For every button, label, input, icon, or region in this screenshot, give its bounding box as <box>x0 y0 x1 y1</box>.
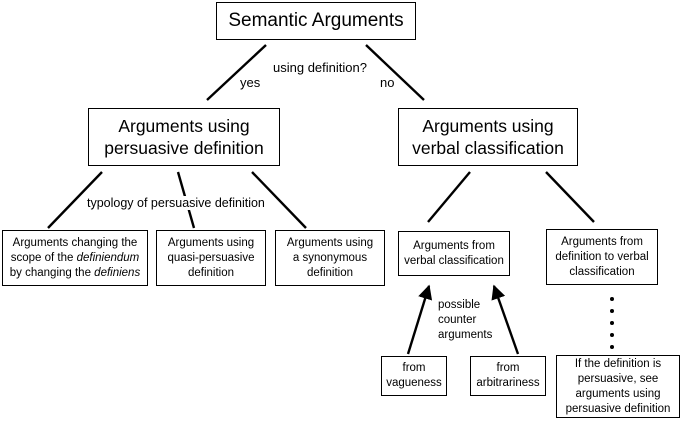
from-vagueness-node: from vagueness <box>381 356 447 396</box>
arbitrariness-line1: from <box>496 362 520 374</box>
leaf-scope-line1: Arguments changing the <box>12 236 138 249</box>
edge-persuasive-synonymous <box>251 171 307 229</box>
note-line4: persuasive definition <box>565 402 671 415</box>
from-verbal-line2: verbal classification <box>404 254 504 267</box>
leaf-synonymous-node: Arguments using a synonymous definition <box>275 230 385 286</box>
from-verbal-line1: Arguments from <box>413 239 495 252</box>
note-line3: arguments using <box>575 387 661 400</box>
note-line1: If the definition is <box>574 357 662 370</box>
question-label: using definition? <box>273 60 367 75</box>
arbitrariness-line2: arbitrariness <box>476 377 540 389</box>
leaf-scope-node: Arguments changing the scope of the defi… <box>2 230 148 286</box>
counter-arguments-label: possible counter arguments <box>438 298 493 343</box>
leaf-synonymous-line3: definition <box>306 266 354 279</box>
leaf-quasi-line2: quasi-persuasive <box>167 251 255 264</box>
definiens-term: definiens <box>94 266 141 279</box>
persuasive-note-node: If the definition is persuasive, see arg… <box>556 355 680 418</box>
counter-line2: counter <box>438 314 477 326</box>
typology-label: typology of persuasive definition <box>86 196 266 210</box>
from-arbitrariness-node: from arbitrariness <box>470 356 546 396</box>
vagueness-line2: vagueness <box>386 377 442 389</box>
counter-line1: possible <box>438 299 481 311</box>
arrow-vagueness <box>406 284 433 355</box>
counter-line3: arguments <box>438 329 493 341</box>
leaf-scope-line3a: by changing the <box>9 266 95 279</box>
verbal-line2: verbal classification <box>412 138 564 158</box>
leaf-quasi-line1: Arguments using <box>167 236 255 249</box>
verbal-line1: Arguments using <box>422 116 554 136</box>
leaf-scope-line2a: scope of the <box>10 251 77 264</box>
persuasive-line1: Arguments using <box>118 116 250 136</box>
root-node: Semantic Arguments <box>216 2 416 40</box>
from-definition-node: Arguments from definition to verbal clas… <box>546 229 658 285</box>
definiendum-term: definiendum <box>76 251 140 264</box>
edge-verbal-fromdefinition <box>545 171 595 223</box>
ellipsis-dot <box>610 321 614 325</box>
leaf-synonymous-line2: a synonymous <box>292 251 368 264</box>
leaf-quasi-line3: definition <box>187 266 235 279</box>
leaf-scope-line3: by changing the definiens <box>10 266 140 281</box>
verbal-classification-node: Arguments using verbal classification <box>398 108 578 166</box>
yes-label: yes <box>240 75 261 90</box>
vagueness-line1: from <box>402 362 426 374</box>
from-definition-line3: classification <box>569 265 635 278</box>
leaf-scope-line2: scope of the definiendum <box>11 251 140 266</box>
from-definition-line2: definition to verbal <box>555 250 649 263</box>
leaf-quasi-node: Arguments using quasi-persuasive definit… <box>156 230 266 286</box>
edge-persuasive-scope <box>47 171 103 229</box>
no-label: no <box>380 75 395 90</box>
ellipsis-dot <box>610 345 614 349</box>
edge-root-verbal <box>365 44 425 101</box>
ellipsis-dot <box>610 309 614 313</box>
leaf-synonymous-line1: Arguments using <box>286 236 374 249</box>
persuasive-definition-node: Arguments using persuasive definition <box>88 108 280 166</box>
note-line2: persuasive, see <box>577 372 659 385</box>
ellipsis-dot <box>610 297 614 301</box>
edge-verbal-fromverbal <box>427 171 471 223</box>
root-title: Semantic Arguments <box>228 10 404 31</box>
from-definition-line1: Arguments from <box>561 235 643 248</box>
arrow-arbitrariness <box>491 284 520 355</box>
persuasive-line2: persuasive definition <box>104 138 264 158</box>
from-verbal-classification-node: Arguments from verbal classification <box>398 231 510 276</box>
ellipsis-dot <box>610 333 614 337</box>
edge-root-persuasive <box>206 44 267 101</box>
